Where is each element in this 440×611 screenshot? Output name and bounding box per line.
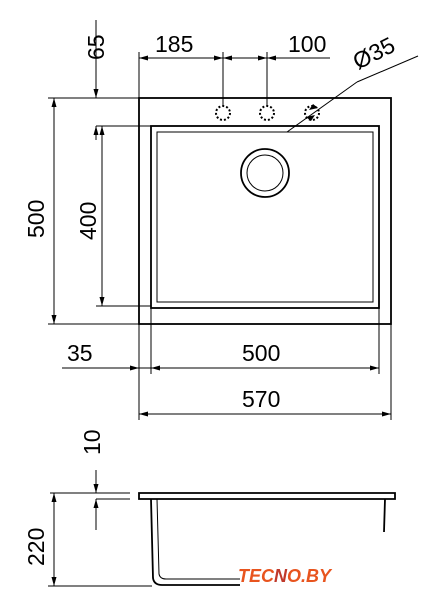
dim-10: 10 (50, 429, 130, 530)
dim-65-label: 65 (83, 34, 109, 60)
side-section (138, 492, 396, 586)
logo-prefix: TEC (238, 566, 275, 586)
dim-bowl-width: 35 500 (62, 308, 392, 420)
dim-570: 570 (139, 386, 391, 417)
section-basin-right (383, 498, 386, 533)
svg-text:TECNO.BY: TECNO.BY (238, 566, 333, 586)
tap-hole-middle (259, 105, 275, 121)
dim-10-label: 10 (79, 429, 105, 455)
drain-inner (246, 154, 284, 192)
dim-35-label: 35 (67, 340, 93, 366)
bowl-outer-outline (150, 125, 380, 309)
dim-500-height: 500 (23, 97, 139, 325)
dim-570-label: 570 (242, 386, 280, 412)
dim-500-width-label: 500 (242, 340, 280, 366)
section-rim (138, 492, 396, 500)
top-view (138, 97, 392, 325)
drain-outer (240, 148, 290, 198)
tecno-logo: TECNO.BY (238, 566, 333, 586)
dim-65: 65 (83, 20, 151, 140)
dim-400: 400 (75, 126, 151, 307)
dim-500-height-label: 500 (23, 200, 49, 238)
dim-100-label: 100 (288, 31, 326, 57)
dim-top-holes: 185 100 (138, 31, 330, 106)
dim-hole-diameter-label: Ø35 (348, 32, 399, 75)
dim-220-label: 220 (23, 528, 49, 566)
dim-220: 220 (23, 493, 152, 587)
bowl-inner-outline (156, 131, 374, 303)
logo-suffix: O.BY (287, 566, 333, 586)
logo-highlight: N (274, 566, 288, 586)
dim-185-label: 185 (155, 31, 193, 57)
dim-400-label: 400 (75, 202, 101, 240)
sink-outer-outline (138, 97, 392, 325)
section-basin (150, 498, 240, 586)
tap-hole-left (215, 105, 231, 121)
